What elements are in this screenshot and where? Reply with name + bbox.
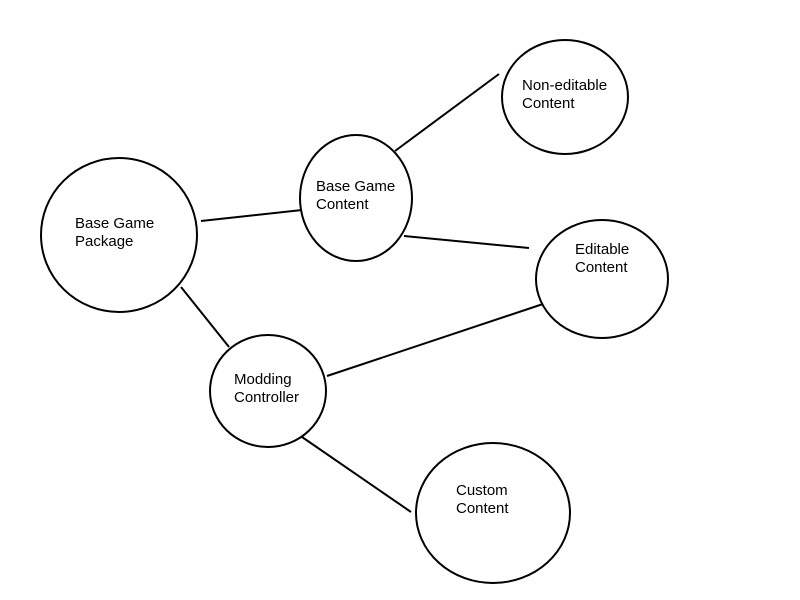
node-custom-content: Custom Content bbox=[415, 442, 571, 584]
node-editable-content: Editable Content bbox=[535, 219, 669, 339]
node-label-line-2: Package bbox=[75, 233, 133, 250]
node-circle bbox=[415, 442, 571, 584]
edge-package-to-base-content bbox=[200, 209, 303, 222]
node-modding-controller: Modding Controller bbox=[209, 334, 327, 448]
edge-base-content-to-non-editable bbox=[394, 73, 500, 152]
node-base-game-package: Base Game Package bbox=[40, 157, 198, 313]
node-label-line-1: Base Game bbox=[75, 215, 154, 232]
edge-package-to-modding-controller bbox=[180, 286, 230, 348]
node-non-editable-content: Non-editable Content bbox=[501, 39, 629, 155]
node-label-line-1: Non-editable bbox=[522, 77, 607, 94]
node-label-line-2: Content bbox=[316, 196, 369, 213]
node-label-line-1: Base Game bbox=[316, 178, 395, 195]
node-label-line-1: Custom bbox=[456, 482, 508, 499]
node-label-line-2: Content bbox=[522, 95, 575, 112]
node-circle bbox=[40, 157, 198, 313]
edge-modding-controller-to-custom bbox=[301, 436, 412, 513]
node-label-line-1: Editable bbox=[575, 241, 629, 258]
node-label-line-2: Content bbox=[456, 500, 509, 517]
node-label-line-2: Controller bbox=[234, 389, 299, 406]
node-base-game-content: Base Game Content bbox=[299, 134, 413, 262]
edges bbox=[180, 73, 544, 513]
node-circle bbox=[535, 219, 669, 339]
edge-modding-controller-to-editable bbox=[326, 303, 544, 377]
node-label-line-2: Content bbox=[575, 259, 628, 276]
node-circle bbox=[501, 39, 629, 155]
node-label-line-1: Modding bbox=[234, 371, 292, 388]
node-circle bbox=[299, 134, 413, 262]
node-circle bbox=[209, 334, 327, 448]
edge-base-content-to-editable bbox=[403, 235, 530, 249]
